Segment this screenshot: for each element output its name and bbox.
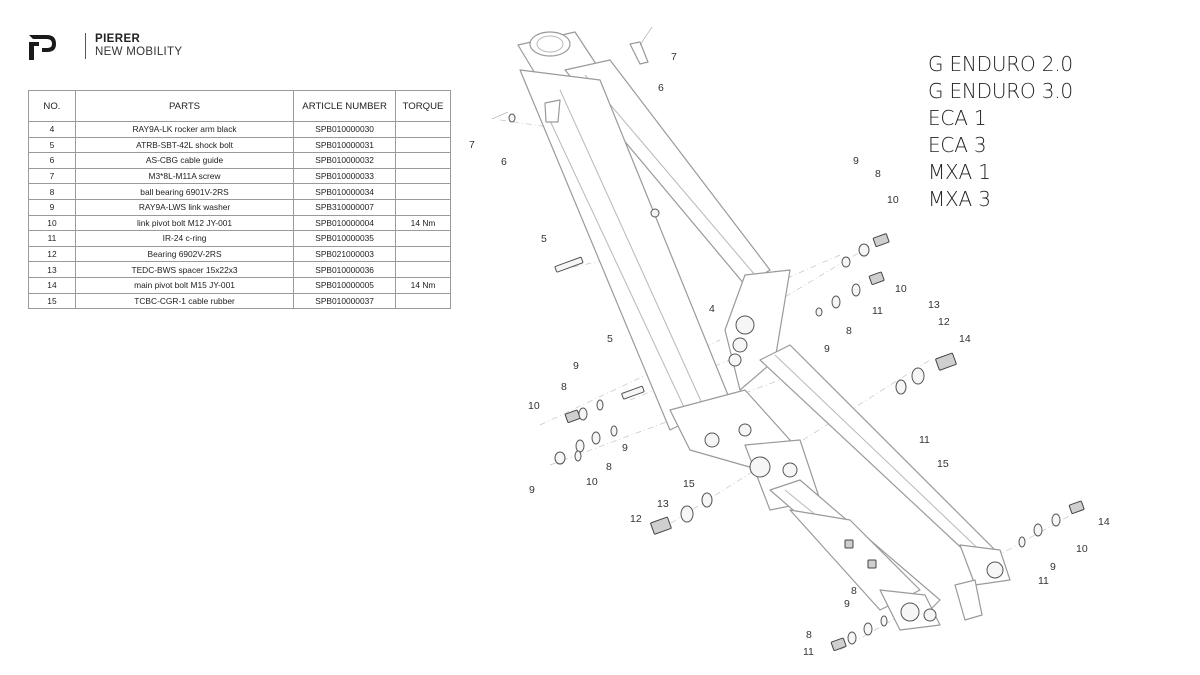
callout-4: 4 bbox=[709, 303, 715, 315]
callout-12-left: 13 bbox=[657, 498, 669, 510]
callout-8-rear: 9 bbox=[1050, 561, 1056, 573]
model-name: ECA 1 bbox=[928, 106, 987, 130]
callout-10-bottom: 11 bbox=[803, 646, 814, 658]
callout-8-left: 8 bbox=[561, 381, 567, 393]
cell-part: TCBC-CGR-1 cable rubber bbox=[74, 292, 295, 310]
brand-logo: PIERER NEW MOBILITY bbox=[28, 33, 188, 63]
callout-15-upper: 11 bbox=[919, 434, 930, 446]
callout-9-mid: 9 bbox=[824, 343, 830, 355]
callout-6-left: 6 bbox=[501, 156, 507, 168]
callout-6-top: 6 bbox=[658, 82, 664, 94]
callout-10-left-lower: 9 bbox=[529, 484, 535, 496]
bike-frame bbox=[517, 31, 1011, 631]
callout-10-left: 10 bbox=[528, 400, 540, 412]
callout-13-right: 13 bbox=[928, 299, 940, 311]
exploded-hardware bbox=[491, 26, 1085, 651]
callout-10-rear: 14 bbox=[1098, 516, 1110, 528]
callout-15-lower: 15 bbox=[937, 458, 949, 470]
callout-9-upper: 9 bbox=[853, 155, 859, 167]
model-name: ECA 3 bbox=[928, 133, 987, 157]
pierer-logo-icon bbox=[29, 35, 56, 60]
model-name: G ENDURO 3.0 bbox=[928, 79, 1073, 103]
callout-8-left-lower: 8 bbox=[606, 461, 612, 473]
callout-labels: 7 6 7 6 9 8 10 5 10 11 8 9 4 5 13 12 14 … bbox=[469, 51, 1110, 658]
callout-11-bottom: 8 bbox=[806, 629, 812, 641]
cell-article-number: SPB010000037 bbox=[293, 292, 397, 310]
callout-7-left: 7 bbox=[469, 139, 475, 151]
logo-divider bbox=[85, 33, 86, 59]
header-torque: TORQUE bbox=[395, 90, 451, 122]
header-no: NO. bbox=[28, 90, 76, 122]
callout-10-mid: 10 bbox=[895, 283, 907, 295]
callout-9-left: 9 bbox=[573, 360, 579, 372]
header-parts: PARTS bbox=[74, 90, 295, 122]
header-article-number: ARTICLE NUMBER bbox=[293, 90, 397, 122]
callout-8-mid: 8 bbox=[846, 325, 852, 337]
callout-9-bottom: 8 bbox=[851, 585, 857, 597]
callout-5-lower: 5 bbox=[607, 333, 613, 345]
brand-subtitle: NEW MOBILITY bbox=[95, 46, 183, 58]
model-name: G ENDURO 2.0 bbox=[928, 52, 1073, 76]
callout-8-upper: 8 bbox=[875, 168, 881, 180]
brand-name: PIERER bbox=[95, 33, 141, 45]
callout-14-left: 12 bbox=[630, 513, 642, 525]
callout-14-right: 14 bbox=[959, 333, 971, 345]
callout-9-left-lower: 9 bbox=[622, 442, 628, 454]
callout-13-left: 15 bbox=[683, 478, 695, 490]
callout-11-mid: 11 bbox=[872, 305, 883, 317]
callout-11-rear: 10 bbox=[1076, 543, 1088, 555]
callout-7-top: 7 bbox=[671, 51, 677, 63]
callout-10-upper: 10 bbox=[887, 194, 899, 206]
callout-9-rear: 11 bbox=[1038, 575, 1049, 587]
model-name: MXA 1 bbox=[928, 160, 991, 184]
callout-8-bottom: 9 bbox=[844, 598, 850, 610]
callout-11-left-lower: 10 bbox=[586, 476, 598, 488]
table-header-row: NO. PARTS ARTICLE NUMBER TORQUE bbox=[28, 90, 451, 122]
callout-5-upper: 5 bbox=[541, 233, 547, 245]
callout-12-right: 12 bbox=[938, 316, 950, 328]
cell-torque bbox=[395, 292, 451, 310]
model-name: MXA 3 bbox=[928, 187, 991, 211]
